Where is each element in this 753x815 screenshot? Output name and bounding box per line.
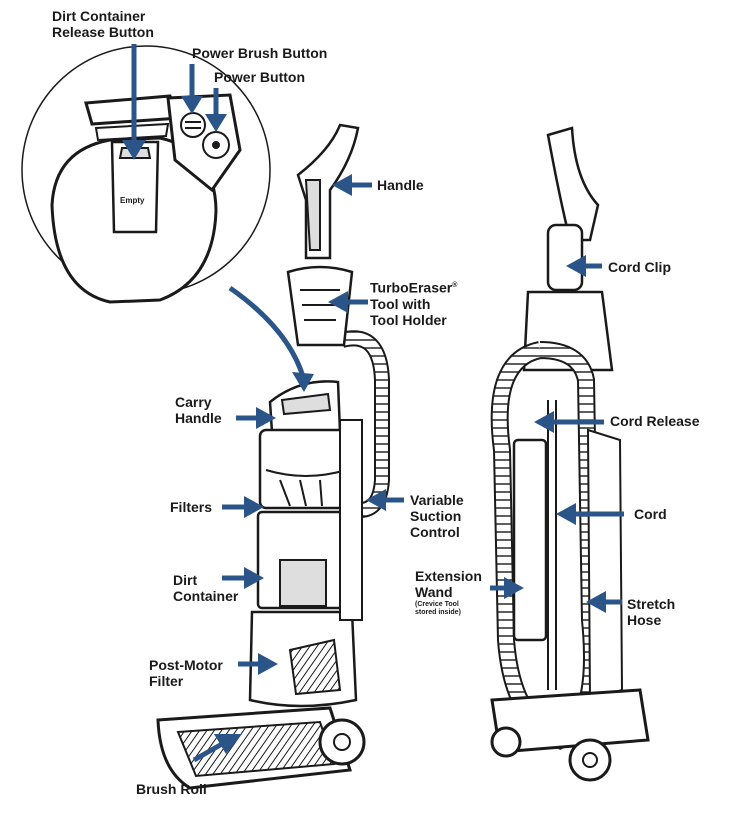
label-line: Container [173, 588, 239, 604]
label-line: Tool with [370, 295, 431, 312]
label-line: Dirt [173, 572, 198, 588]
registered-mark: ® [452, 282, 458, 289]
label-line: Tool Holder [370, 311, 447, 328]
label-line: Post-Motor [149, 657, 223, 673]
label-line: Release Button [52, 24, 154, 40]
label-line: Control [410, 524, 460, 540]
label-line: Filter [149, 673, 184, 689]
label-dirt-container: Dirt Container [173, 572, 238, 604]
label-stretch-hose: Stretch Hose [627, 596, 675, 628]
label-empty: Empty [120, 196, 145, 205]
label-line: stored inside) [415, 609, 461, 616]
label-line: Handle [175, 410, 222, 426]
label-variable-suction-control: Variable Suction Control [410, 492, 464, 540]
vacuum-back-view [490, 126, 650, 782]
label-extension-wand: Extension Wand [415, 568, 482, 600]
label-cord-clip: Cord Clip [608, 259, 671, 275]
label-line: Variable [410, 492, 464, 508]
arrow-zoom-curve [228, 285, 307, 381]
label-line: TurboEraser® [370, 278, 457, 296]
label-line: Wand [415, 584, 453, 600]
label-handle: Handle [377, 177, 424, 193]
label-brush-roll: Brush Roll [136, 781, 207, 797]
label-line: (Crevice Tool [415, 601, 459, 608]
label-line: Carry [175, 394, 212, 410]
label-line: Stretch [627, 596, 676, 612]
label-line: Suction [410, 508, 462, 524]
label-power-brush-button: Power Brush Button [192, 45, 328, 61]
label-line: Hose [627, 612, 662, 628]
label-power-button: Power Button [214, 69, 305, 85]
label-cord-release: Cord Release [610, 413, 700, 429]
label-turboeraser-tool: TurboEraser® Tool with Tool Holder [370, 278, 457, 328]
label-filters: Filters [170, 499, 213, 515]
label-carry-handle: Carry Handle [175, 394, 222, 426]
label-line: Extension [415, 568, 482, 584]
detail-circle [21, 45, 271, 304]
label-line: Dirt Container [52, 8, 146, 24]
label-extension-wand-note: (Crevice Tool stored inside) [415, 601, 461, 617]
vacuum-front-view [156, 123, 390, 790]
label-post-motor-filter: Post-Motor Filter [149, 657, 223, 689]
label-cord: Cord [634, 506, 667, 522]
label-text: TurboEraser [370, 279, 453, 296]
arrow-brush-roll [192, 741, 224, 763]
callout-arrows [122, 44, 624, 763]
label-dirt-container-release-button: Dirt Container Release Button [52, 8, 154, 40]
